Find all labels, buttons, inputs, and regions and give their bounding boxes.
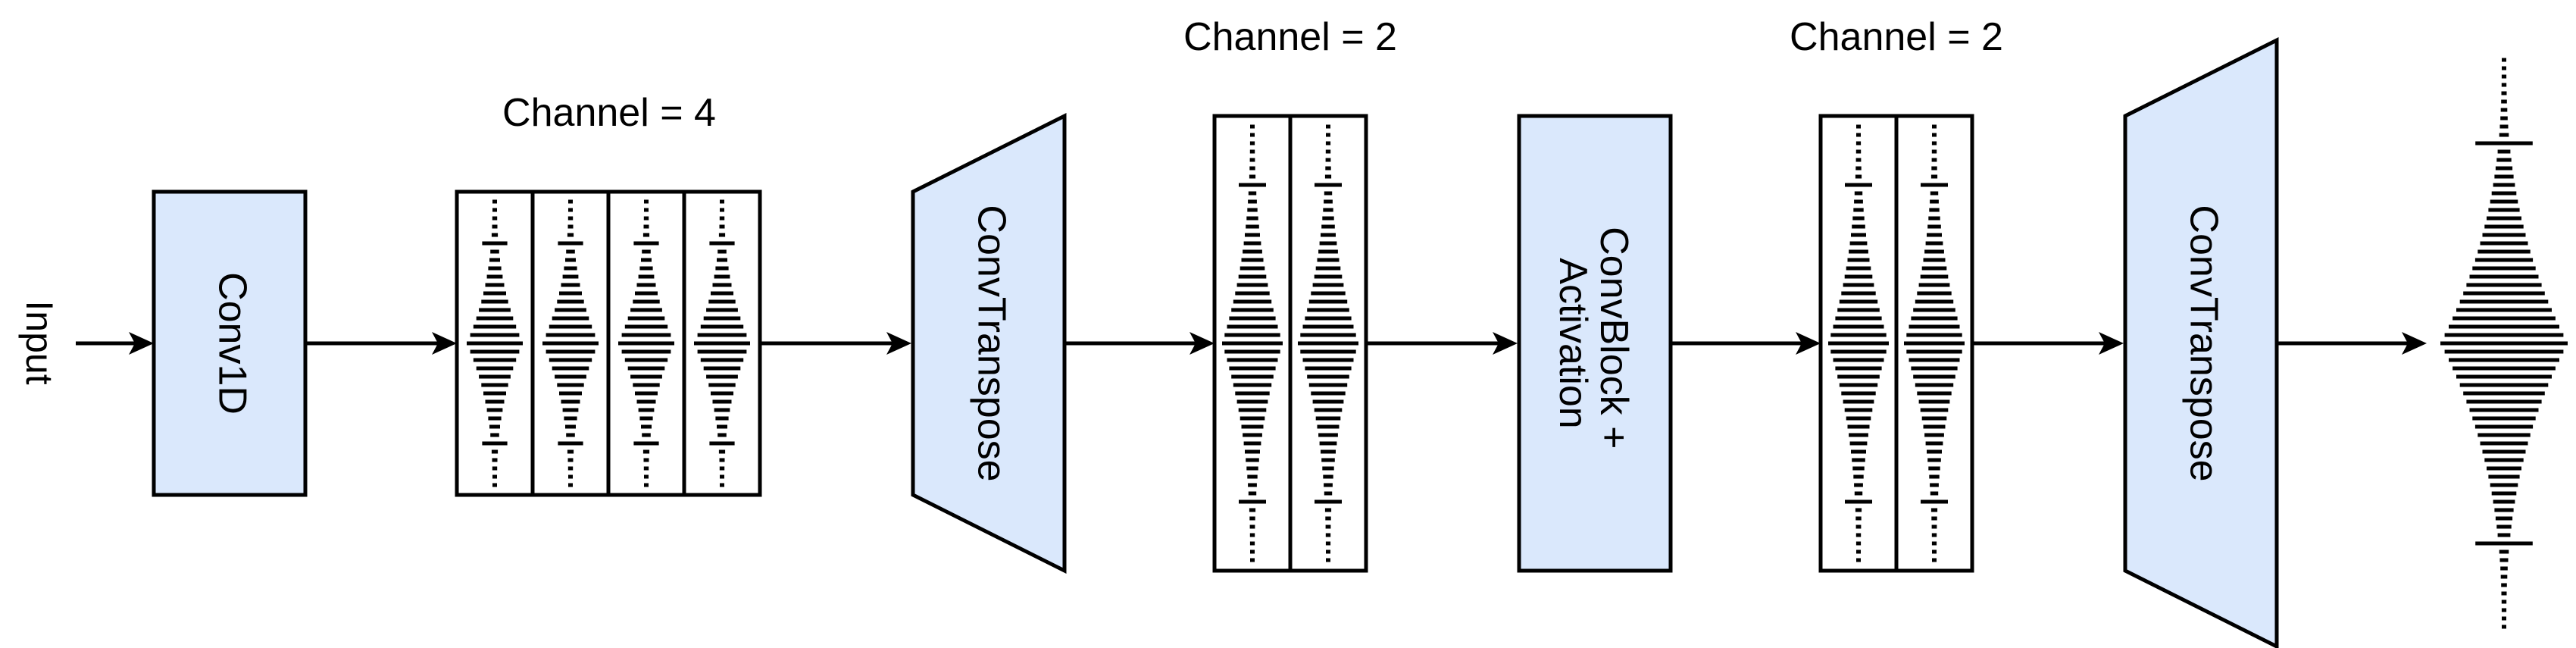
convtranspose-1-label: ConvTranspose: [969, 205, 1013, 481]
waveform-icon: [1828, 124, 1889, 562]
arrow-right-icon: [432, 332, 457, 355]
convtranspose-2-label: ConvTranspose: [2181, 205, 2225, 481]
input-label: Input: [18, 300, 61, 384]
convtranspose-2-block: [2123, 36, 2279, 648]
conv1d-label: Conv1D: [210, 272, 254, 415]
convblock-label: ConvBlock + Activation: [1551, 227, 1636, 460]
convblock-label-line2: Activation: [1551, 258, 1595, 428]
stage1-feature-map: [455, 189, 762, 497]
channel-2-label-a: Channel = 2: [1183, 15, 1397, 59]
conv1d-block: [152, 189, 308, 497]
waveform-icon: [1904, 124, 1965, 562]
waveform-icon: [618, 199, 674, 487]
convblock-label-line1: ConvBlock +: [1592, 227, 1636, 449]
arrow-right-icon: [1493, 332, 1518, 355]
convblock-activation-block: [1517, 114, 1673, 573]
arrow-right-icon: [129, 332, 154, 355]
waveform-icon: [467, 199, 523, 487]
waveform-icon: [1298, 124, 1358, 562]
arrow-right-icon: [2402, 332, 2427, 355]
arrows: [76, 332, 2427, 355]
arrow-right-icon: [1190, 332, 1215, 355]
waveform-icon: [1222, 124, 1283, 562]
stage3-feature-map: [1818, 114, 1974, 573]
output-waveform-icon: [2440, 58, 2568, 629]
channel-2-label-b: Channel = 2: [1790, 15, 2003, 59]
arrow-right-icon: [886, 332, 911, 355]
stage2-feature-map: [1212, 114, 1368, 573]
arrow-right-icon: [2099, 332, 2124, 355]
arrow-right-icon: [1796, 332, 1821, 355]
channel-4-label: Channel = 4: [502, 91, 716, 135]
convtranspose-1-block: [911, 112, 1067, 574]
waveform-icon: [694, 199, 750, 487]
waveform-icon: [542, 199, 599, 487]
